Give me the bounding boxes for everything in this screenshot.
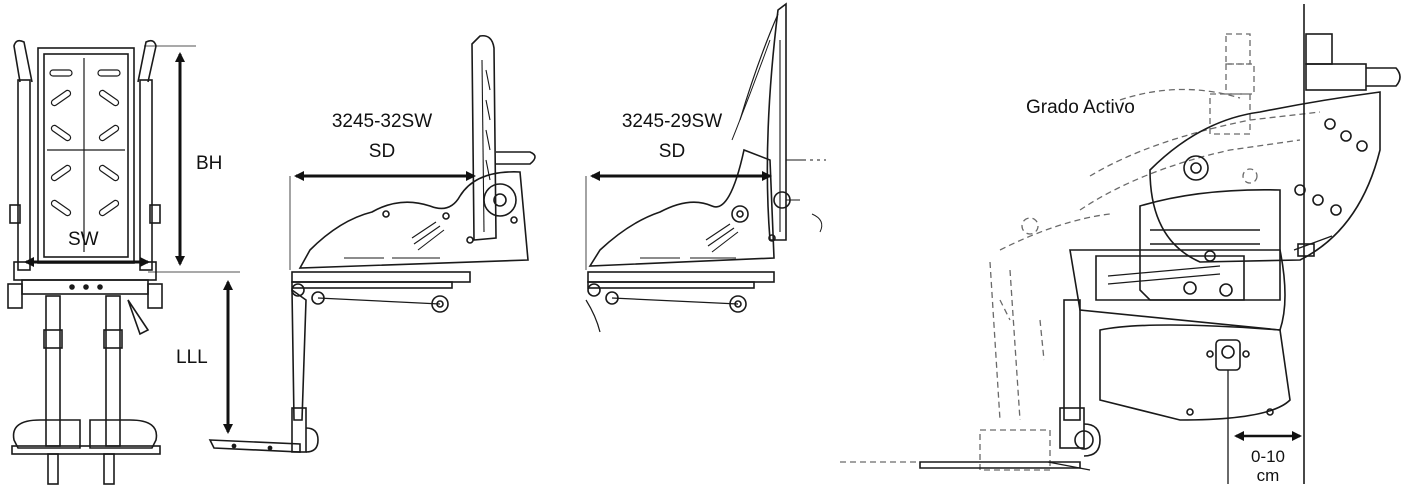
lll-label: LLL [176,347,208,368]
model-29sw-label: 3245-29SW [621,111,723,132]
side-view-32sw [208,34,536,453]
bh-label: BH [196,153,223,174]
model-32sw-label: 3245-32SW [331,111,433,132]
offset-value-label: 0-10 [1250,447,1286,466]
sd-label-29sw: SD [658,141,686,162]
offset-unit-label: cm [1256,466,1280,485]
tilt-view [840,4,1401,484]
sw-label: SW [68,229,99,250]
active-tilt-label: Grado Activo [1026,97,1135,118]
sd-label-32sw: SD [368,141,396,162]
side-view-29sw [585,2,826,333]
front-view [7,39,163,485]
